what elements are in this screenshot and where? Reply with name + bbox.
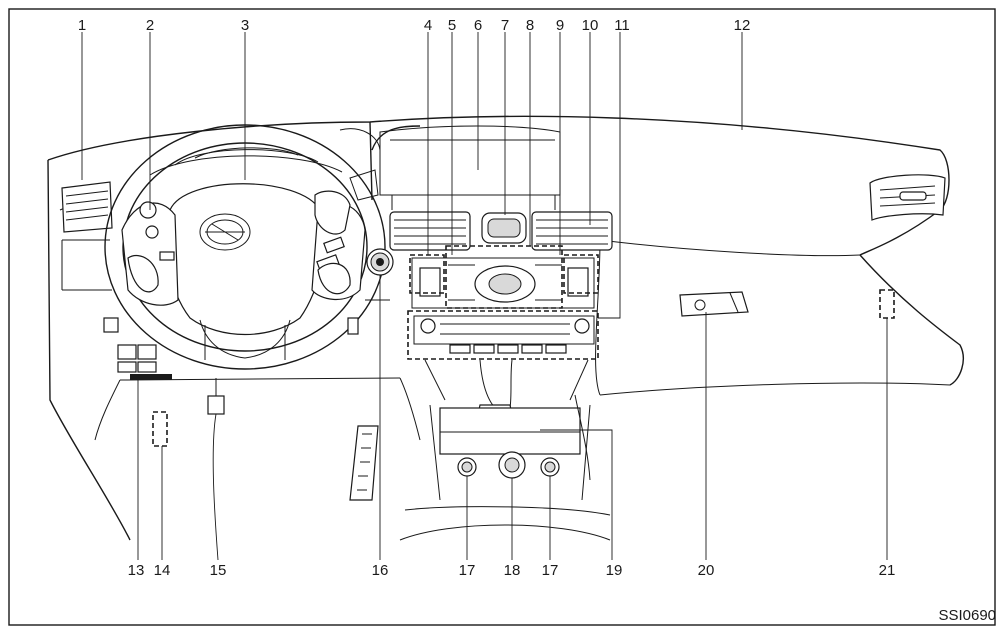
steering-wheel (104, 124, 390, 370)
callout-17-right: 17 (542, 562, 559, 579)
accelerator-pedal (349, 425, 379, 501)
callout-1: 1 (78, 17, 86, 34)
left-switch-panel (103, 317, 172, 380)
callout-11: 11 (614, 17, 630, 34)
callout-8: 8 (526, 17, 534, 34)
callout-3: 3 (241, 17, 249, 34)
callout-7: 7 (501, 17, 509, 34)
callout-4: 4 (424, 17, 432, 34)
callout-18: 18 (504, 562, 521, 579)
callout-5: 5 (448, 17, 456, 34)
hood-release (207, 378, 225, 415)
right-side-vent (869, 174, 946, 221)
callout-6: 6 (474, 17, 482, 34)
callout-21: 21 (879, 562, 896, 579)
callout-16: 16 (372, 562, 389, 579)
callout-2: 2 (146, 17, 154, 34)
callout-9: 9 (556, 17, 564, 34)
callout-dashed-boxes (152, 245, 895, 447)
figure-code: SSI0690 (938, 607, 996, 624)
callout-14: 14 (154, 562, 171, 579)
left-side-vent (61, 181, 113, 233)
callout-12: 12 (734, 17, 751, 34)
callout-10: 10 (582, 17, 599, 34)
callout-20: 20 (698, 562, 715, 579)
audio-climate-controls (411, 257, 595, 354)
callout-19: 19 (606, 562, 623, 579)
center-console (399, 359, 611, 541)
callout-17-left: 17 (459, 562, 476, 579)
figure-border (8, 8, 996, 626)
callout-15: 15 (210, 562, 227, 579)
push-button-ignition-switch (366, 248, 394, 276)
callout-13: 13 (128, 562, 145, 579)
leader-lines (81, 32, 888, 561)
center-vents (389, 211, 613, 251)
glove-box-handle (679, 291, 749, 317)
callout-labels: 1 2 3 4 5 6 7 8 9 10 11 12 13 14 15 16 1… (78, 17, 996, 624)
